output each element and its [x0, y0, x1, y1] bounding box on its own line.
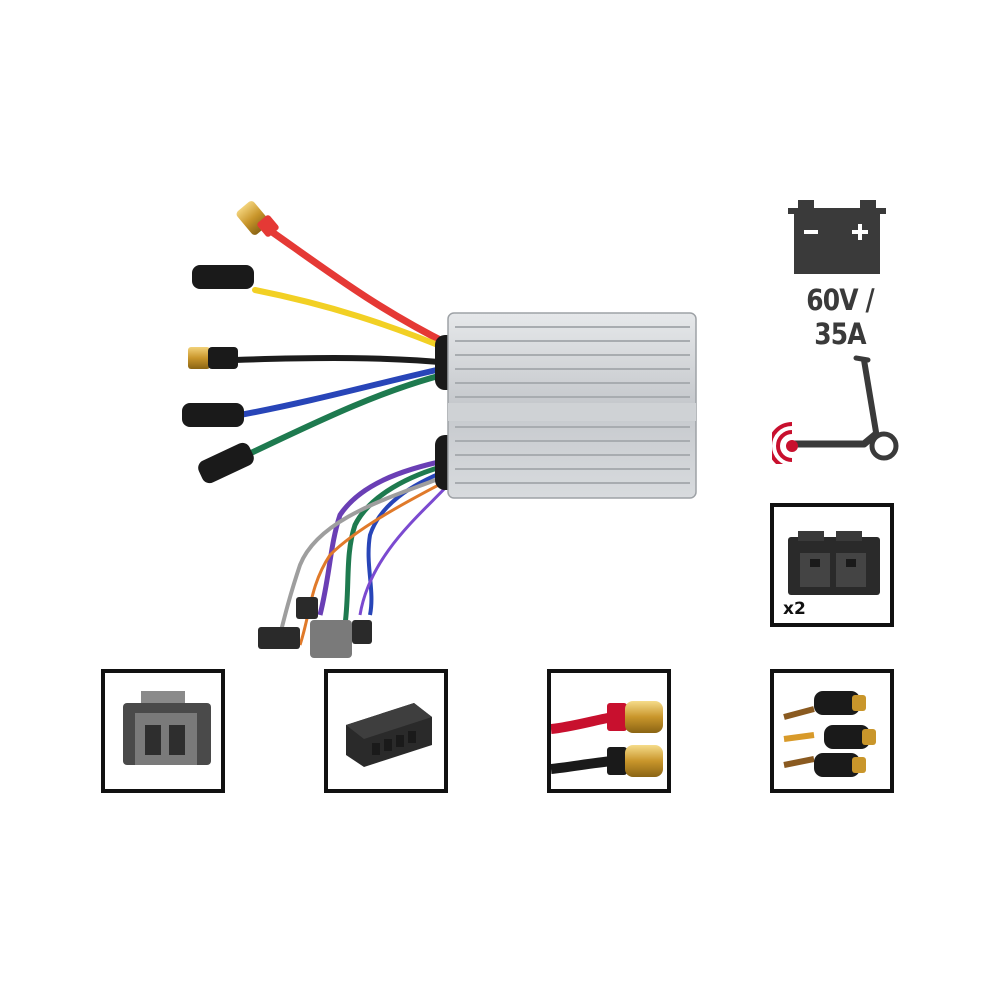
connector-thumb-bullet-power	[547, 669, 671, 793]
battery-icon	[788, 200, 886, 276]
motor-plug-connector-icon	[783, 691, 876, 777]
connector-thumb-dual-plug: x2	[770, 503, 894, 627]
dual-plug-connector-icon	[788, 531, 880, 595]
multi-pin-connector-icon	[346, 703, 432, 767]
bullet-power-connector-icon	[551, 701, 663, 777]
controller-image	[170, 195, 710, 665]
connector-thumb-motor-plugs	[770, 669, 894, 793]
scooter-icon	[772, 352, 902, 464]
quantity-label: x2	[783, 599, 806, 619]
gray-plug-connector-icon	[123, 691, 211, 765]
voltage-current-spec: 60V / 35A	[806, 283, 874, 351]
connector-thumb-gray-plug	[101, 669, 225, 793]
connector-thumb-multi-pin	[324, 669, 448, 793]
